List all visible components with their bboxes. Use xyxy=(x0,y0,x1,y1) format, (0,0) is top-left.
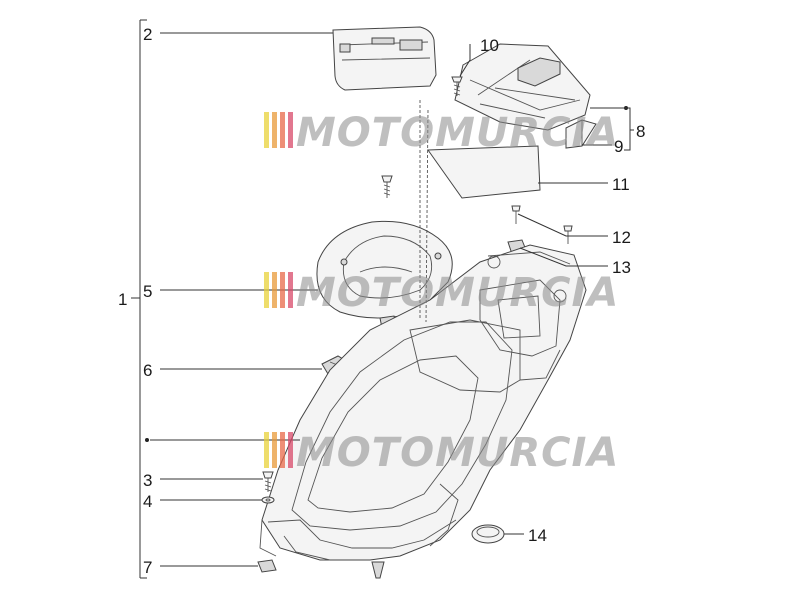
callout-1: 1 xyxy=(118,290,127,309)
watermark-stripe xyxy=(264,432,269,468)
watermark-3: MOTOMURCIA xyxy=(264,430,619,476)
watermark-stripe xyxy=(280,432,285,468)
part-11-mat xyxy=(427,145,541,199)
callout-labels: 1 2 3 4 5 6 7 8 9 10 11 12 13 14 xyxy=(118,25,645,577)
part-7-clip xyxy=(257,559,277,573)
watermark-stripe xyxy=(288,112,293,148)
watermark-stripe xyxy=(288,432,293,468)
part-5-cover xyxy=(316,220,453,319)
callout-7: 7 xyxy=(143,558,152,577)
leader-lines xyxy=(131,19,634,579)
watermark-text: MOTOMURCIA xyxy=(296,430,619,476)
part-12-screws xyxy=(511,205,573,244)
callout-6: 6 xyxy=(143,361,152,380)
watermark-stripe xyxy=(272,272,277,308)
callout-2: 2 xyxy=(143,25,152,44)
callout-9: 9 xyxy=(614,137,623,156)
watermark-stripe xyxy=(288,272,293,308)
part-4-washer xyxy=(261,496,275,504)
watermark-stripe xyxy=(272,432,277,468)
watermark-stripe xyxy=(280,272,285,308)
callout-14: 14 xyxy=(528,526,547,545)
part-2-lid-cover xyxy=(332,26,437,91)
callout-11: 11 xyxy=(612,175,630,194)
callout-8: 8 xyxy=(636,122,645,141)
callout-10: 10 xyxy=(480,36,499,55)
part-10-screw xyxy=(451,76,463,96)
watermark-text: MOTOMURCIA xyxy=(296,110,619,156)
part-14-cap xyxy=(471,524,505,544)
part-9-pad xyxy=(565,119,597,149)
watermark-2: MOTOMURCIA xyxy=(264,270,619,316)
watermark-stripe xyxy=(264,112,269,148)
part-screw-top xyxy=(381,175,393,198)
callout-13: 13 xyxy=(612,258,631,277)
callout-12: 12 xyxy=(612,228,631,247)
watermark-1: MOTOMURCIA xyxy=(264,110,619,156)
part-3-screw xyxy=(262,471,274,492)
callout-4: 4 xyxy=(143,492,152,511)
watermark-stripe xyxy=(264,272,269,308)
watermark-text: MOTOMURCIA xyxy=(296,270,619,316)
callout-3: 3 xyxy=(143,471,152,490)
part-8-battery-cover xyxy=(454,43,591,131)
watermark-stripe xyxy=(280,112,285,148)
callout-5: 5 xyxy=(143,282,152,301)
watermark-stripe xyxy=(272,112,277,148)
part-1-helmet-compartment xyxy=(259,100,587,579)
